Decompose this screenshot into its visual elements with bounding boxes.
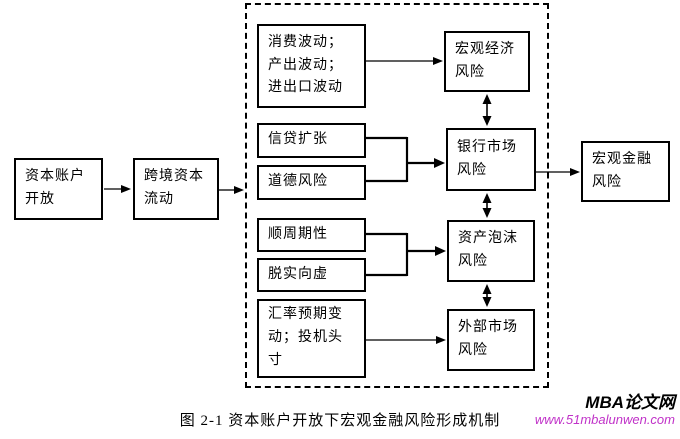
watermark: MBA论文网 www.51mbalunwen.com: [535, 393, 675, 427]
node-external-market-risk: 外部市场 风险: [447, 309, 535, 371]
node-capital-account-opening: 资本账户 开放: [14, 158, 103, 220]
node-credit-expansion: 信贷扩张: [257, 123, 366, 158]
arrow-capital-to-crossborder: [104, 185, 131, 193]
node-real-to-virtual: 脱实向虚: [257, 258, 366, 292]
node-label: 顺周期性: [268, 226, 328, 242]
node-label: 脱实向虚: [268, 266, 328, 282]
node-procyclicality: 顺周期性: [257, 218, 366, 252]
node-label: 消费波动； 产出波动； 进出口波动: [268, 34, 343, 96]
watermark-url: www.51mbalunwen.com: [534, 411, 675, 427]
node-cross-border-capital-flow: 跨境资本 流动: [133, 158, 219, 220]
node-label: 宏观经济 风险: [455, 41, 515, 80]
watermark-site-name: MBA论文网: [585, 393, 675, 412]
node-label: 资产泡沫 风险: [458, 231, 518, 269]
node-label: 汇率预期变动；投机头寸: [268, 307, 343, 368]
node-consumption-output-trade-fluctuation: 消费波动； 产出波动； 进出口波动: [257, 24, 366, 108]
node-label: 跨境资本 流动: [144, 169, 204, 207]
node-bank-market-risk: 银行市场 风险: [446, 128, 536, 191]
node-label: 银行市场 风险: [457, 139, 517, 178]
node-label: 信贷扩张: [268, 132, 328, 148]
arrow-crossborder-to-mechanism: [219, 186, 244, 194]
figure-caption: 图 2-1 资本账户开放下宏观金融风险形成机制: [179, 413, 501, 429]
node-fx-expectation-speculative-position: 汇率预期变动；投机头寸: [257, 299, 366, 378]
node-asset-bubble-risk: 资产泡沫 风险: [447, 220, 535, 282]
node-label: 道德风险: [268, 174, 328, 190]
node-label: 资本账户 开放: [25, 169, 85, 207]
node-label: 宏观金融 风险: [592, 151, 652, 190]
node-label: 外部市场 风险: [458, 320, 518, 358]
node-macro-financial-risk: 宏观金融 风险: [581, 141, 670, 202]
risk-mechanism-dashed-container: [245, 3, 549, 388]
node-moral-hazard: 道德风险: [257, 165, 366, 200]
node-macro-economic-risk: 宏观经济 风险: [444, 31, 530, 92]
